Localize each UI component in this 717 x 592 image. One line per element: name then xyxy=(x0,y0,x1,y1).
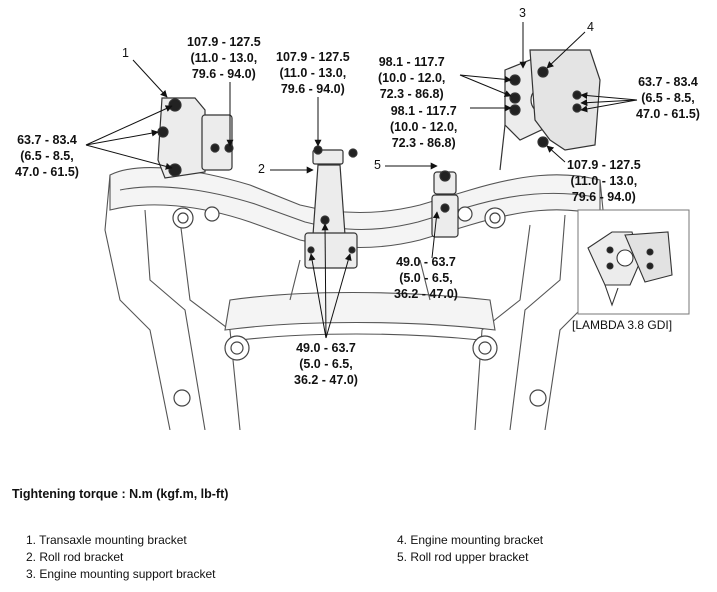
torque-label-right-mid: 107.9 - 127.5(11.0 - 13.0,79.6 - 94.0) xyxy=(567,158,641,204)
callout-4: 4 xyxy=(587,20,594,34)
torque-label-upper-right-2: 98.1 - 117.7(10.0 - 12.0,72.3 - 86.8) xyxy=(390,104,458,150)
engine-mounting-brackets xyxy=(499,49,601,171)
legend-item: 4. Engine mounting bracket xyxy=(397,533,544,547)
callout-3: 3 xyxy=(519,6,526,20)
callout-2: 2 xyxy=(258,162,265,176)
transaxle-mounting-bracket xyxy=(157,97,234,179)
subframe-outline xyxy=(104,167,606,430)
roll-rod-bracket xyxy=(304,145,358,269)
variant-inset xyxy=(577,209,690,315)
subframe-diagram xyxy=(85,22,690,430)
variant-label: [LAMBDA 3.8 GDI] xyxy=(572,318,673,332)
leader-lines xyxy=(85,22,638,339)
torque-label-right: 63.7 - 83.4(6.5 - 8.5,47.0 - 61.5) xyxy=(636,75,700,121)
torque-label-top-left: 107.9 - 127.5(11.0 - 13.0,79.6 - 94.0) xyxy=(187,35,261,81)
torque-label-top-center: 107.9 - 127.5(11.0 - 13.0,79.6 - 94.0) xyxy=(276,50,350,96)
torque-label-bottom-center: 49.0 - 63.7(5.0 - 6.5,36.2 - 47.0) xyxy=(294,341,358,387)
legend-item: 2. Roll rod bracket xyxy=(26,550,124,564)
tightening-torque-heading: Tightening torque : N.m (kgf.m, lb-ft) xyxy=(12,487,229,501)
callout-1: 1 xyxy=(122,46,129,60)
torque-label-left: 63.7 - 83.4(6.5 - 8.5,47.0 - 61.5) xyxy=(15,133,79,179)
legend-right: 4. Engine mounting bracket 5. Roll rod u… xyxy=(397,532,543,566)
legend-item: 5. Roll rod upper bracket xyxy=(397,550,529,564)
bushings xyxy=(172,206,547,407)
legend-item: 1. Transaxle mounting bracket xyxy=(26,533,187,547)
torque-label-upper-right-1: 98.1 - 117.7(10.0 - 12.0,72.3 - 86.8) xyxy=(378,55,446,101)
legend-item: 3. Engine mounting support bracket xyxy=(26,567,216,581)
callout-5: 5 xyxy=(374,158,381,172)
roll-rod-upper-bracket xyxy=(431,170,459,238)
legend-left: 1. Transaxle mounting bracket 2. Roll ro… xyxy=(26,532,215,583)
torque-label-center-right: 49.0 - 63.7(5.0 - 6.5,36.2 - 47.0) xyxy=(394,255,458,301)
